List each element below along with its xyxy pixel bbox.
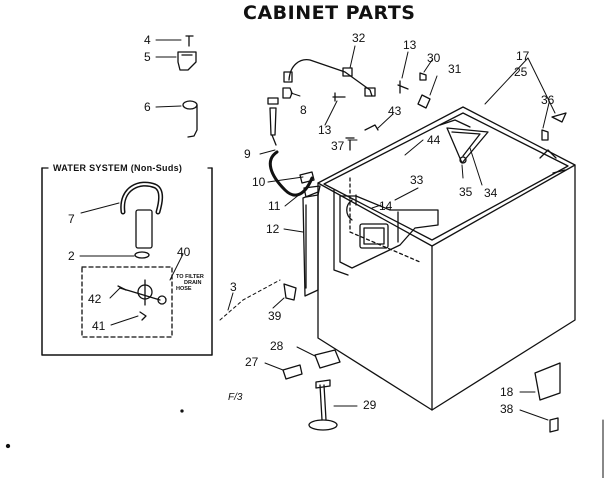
clip-parts xyxy=(177,35,198,138)
callout-25: 25 xyxy=(514,65,528,79)
callout-34: 34 xyxy=(484,186,498,200)
callout-31: 31 xyxy=(448,62,462,76)
page-title: CABINET PARTS xyxy=(243,2,416,24)
callout-41: 41 xyxy=(92,319,106,333)
callout-5: 5 xyxy=(144,50,151,64)
callout-28: 28 xyxy=(270,339,284,353)
callout-3: 3 xyxy=(230,280,237,294)
leveling-legs xyxy=(282,349,341,431)
callout-39: 39 xyxy=(268,309,282,323)
inset-note-line3: HOSE xyxy=(176,286,192,292)
callout-44: 44 xyxy=(427,133,441,147)
callout-10: 10 xyxy=(252,175,266,189)
right-bracket xyxy=(534,362,561,433)
callout-37: 37 xyxy=(331,139,345,153)
callout-40: 40 xyxy=(177,245,191,259)
callout-27: 27 xyxy=(245,355,259,369)
callout-11: 11 xyxy=(268,199,281,213)
callout-33: 33 xyxy=(410,173,424,187)
callout-6: 6 xyxy=(144,100,151,114)
inset-title: WATER SYSTEM (Non-Suds) xyxy=(50,163,186,173)
inset-note-line1: TO FILTER xyxy=(176,274,204,280)
callout-38: 38 xyxy=(500,402,514,416)
figure-reference: F/3 xyxy=(228,392,243,403)
callout-13b: 13 xyxy=(318,123,332,137)
callout-12: 12 xyxy=(266,222,280,236)
callout-8: 8 xyxy=(300,103,307,117)
callout-2: 2 xyxy=(68,249,75,263)
callout-30: 30 xyxy=(427,51,441,65)
callout-7: 7 xyxy=(68,212,75,226)
callout-14: 14 xyxy=(379,199,393,213)
callout-9: 9 xyxy=(244,147,251,161)
fasteners xyxy=(282,72,567,151)
front-panel xyxy=(339,194,439,269)
cabinet-body xyxy=(317,106,576,411)
water-system-inset xyxy=(41,167,213,356)
side-bracket xyxy=(302,191,319,297)
callout-17: 17 xyxy=(516,49,530,63)
callout-32: 32 xyxy=(352,31,366,45)
callout-4: 4 xyxy=(144,33,151,47)
callout-29: 29 xyxy=(363,398,377,412)
callout-18: 18 xyxy=(500,385,514,399)
callout-42: 42 xyxy=(88,292,102,306)
callout-36: 36 xyxy=(541,93,555,107)
wire-harness xyxy=(283,59,376,97)
leader-lines xyxy=(79,39,556,421)
callout-43: 43 xyxy=(388,104,402,118)
inset-note-line2: DRAIN xyxy=(184,280,202,286)
callout-35: 35 xyxy=(459,185,473,199)
callout-13a: 13 xyxy=(403,38,417,52)
part-39 xyxy=(283,283,297,301)
